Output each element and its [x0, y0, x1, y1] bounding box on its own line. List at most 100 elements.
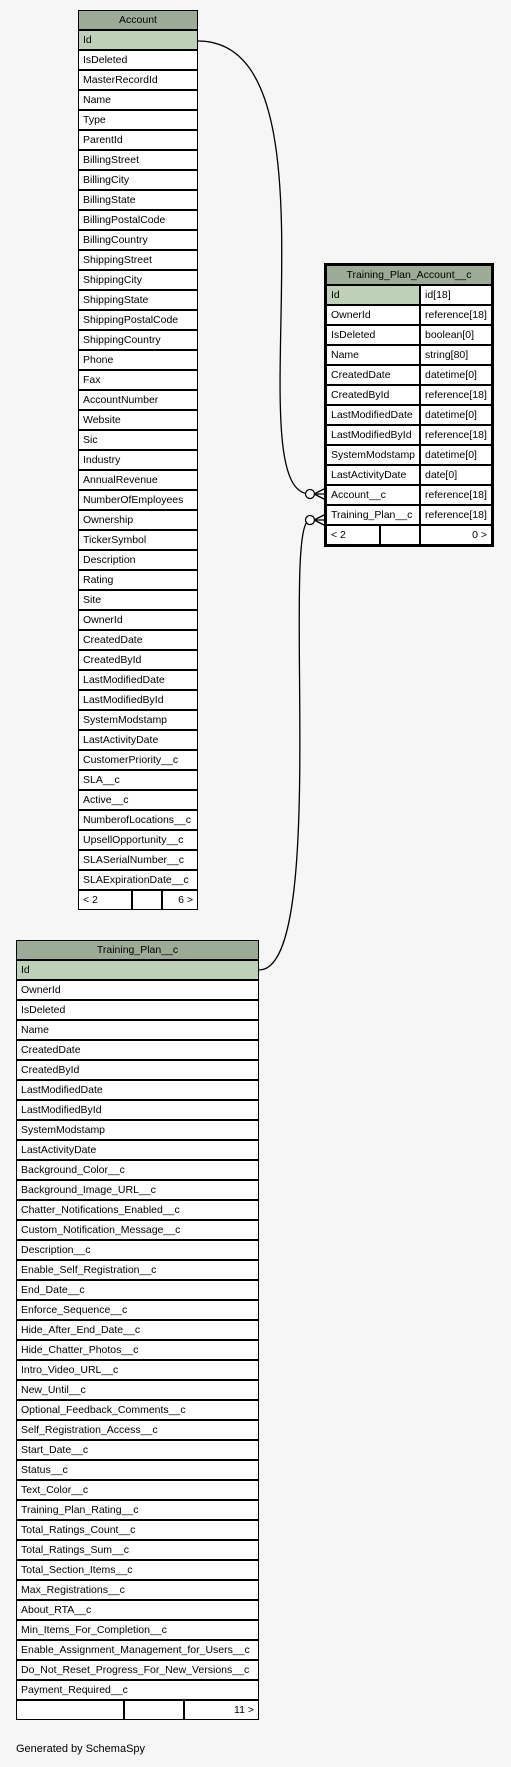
column-row[interactable]: SystemModstamp — [79, 711, 197, 729]
column-row[interactable]: Hide_After_End_Date__c — [17, 1321, 258, 1339]
column-row[interactable]: Max_Registrations__c — [17, 1581, 258, 1599]
column-row[interactable]: SLA__c — [79, 771, 197, 789]
column-row[interactable]: LastModifiedById — [79, 691, 197, 709]
column-row[interactable]: Enable_Self_Registration__c — [17, 1261, 258, 1279]
column-row[interactable]: Custom_Notification_Message__c — [17, 1221, 258, 1239]
column-row[interactable]: Self_Registration_Access__c — [17, 1421, 258, 1439]
column-row[interactable]: Id — [17, 961, 258, 979]
column-row[interactable]: Enforce_Sequence__c — [17, 1301, 258, 1319]
column-row[interactable]: CreatedById — [17, 1061, 258, 1079]
column-row[interactable]: Start_Date__c — [17, 1441, 258, 1459]
column-row[interactable]: Website — [79, 411, 197, 429]
column-row[interactable]: CreatedById — [79, 651, 197, 669]
column-row[interactable]: Payment_Required__c — [17, 1681, 258, 1699]
column-row[interactable]: Total_Ratings_Sum__c — [17, 1541, 258, 1559]
column-row[interactable]: Text_Color__c — [17, 1481, 258, 1499]
column-row[interactable]: Active__c — [79, 791, 197, 809]
column-row[interactable]: Ownership — [79, 511, 197, 529]
column-name: Active__c — [79, 791, 197, 809]
column-row[interactable]: Background_Color__c — [17, 1161, 258, 1179]
column-row[interactable]: IsDeleted — [17, 1001, 258, 1019]
column-row[interactable]: LastActivityDate — [17, 1141, 258, 1159]
table-title[interactable]: Training_Plan__c — [17, 941, 258, 959]
column-row[interactable]: Description__c — [17, 1241, 258, 1259]
column-row[interactable]: CustomerPriority__c — [79, 751, 197, 769]
column-row[interactable]: Status__c — [17, 1461, 258, 1479]
column-row[interactable]: SLAExpirationDate__c — [79, 871, 197, 889]
column-row[interactable]: BillingState — [79, 191, 197, 209]
column-row[interactable]: IsDeleted — [79, 51, 197, 69]
column-row[interactable]: Rating — [79, 571, 197, 589]
column-row[interactable]: Do_Not_Reset_Progress_For_New_Versions__… — [17, 1661, 258, 1679]
column-row[interactable]: LastModifiedDate — [79, 671, 197, 689]
column-row[interactable]: UpsellOpportunity__c — [79, 831, 197, 849]
column-row[interactable]: Name — [79, 91, 197, 109]
column-row[interactable]: End_Date__c — [17, 1281, 258, 1299]
column-row[interactable]: Background_Image_URL__c — [17, 1181, 258, 1199]
column-row[interactable]: ShippingPostalCode — [79, 311, 197, 329]
column-row[interactable]: Fax — [79, 371, 197, 389]
column-row[interactable]: CreatedDate — [17, 1041, 258, 1059]
column-row[interactable]: Name — [17, 1021, 258, 1039]
column-row[interactable]: About_RTA__c — [17, 1601, 258, 1619]
column-row[interactable]: Training_Plan_Rating__c — [17, 1501, 258, 1519]
column-row[interactable]: SystemModstamp — [17, 1121, 258, 1139]
column-row[interactable]: Min_Items_For_Completion__c — [17, 1621, 258, 1639]
column-row[interactable]: Description — [79, 551, 197, 569]
column-row[interactable]: LastActivityDate — [79, 731, 197, 749]
column-row[interactable]: BillingCountry — [79, 231, 197, 249]
column-row[interactable]: SLASerialNumber__c — [79, 851, 197, 869]
column-row[interactable]: BillingCity — [79, 171, 197, 189]
column-row[interactable]: New_Until__c — [17, 1381, 258, 1399]
column-row[interactable]: LastModifiedDate — [17, 1081, 258, 1099]
column-row[interactable]: Enable_Assignment_Management_for_Users__… — [17, 1641, 258, 1659]
column-row[interactable]: Total_Ratings_Count__c — [17, 1521, 258, 1539]
column-row[interactable]: ShippingState — [79, 291, 197, 309]
column-row[interactable]: Optional_Feedback_Comments__c — [17, 1401, 258, 1419]
column-row[interactable]: MasterRecordId — [79, 71, 197, 89]
column-row[interactable]: CreatedDate — [79, 631, 197, 649]
column-row[interactable]: ParentId — [79, 131, 197, 149]
column-row[interactable]: Industry — [79, 451, 197, 469]
column-row[interactable]: NumberofLocations__c — [79, 811, 197, 829]
column-row[interactable]: Id — [79, 31, 197, 49]
column-row[interactable]: OwnerId — [79, 611, 197, 629]
column-row[interactable]: Type — [79, 111, 197, 129]
column-row[interactable]: Phone — [79, 351, 197, 369]
column-name: Status__c — [17, 1461, 258, 1479]
column-row[interactable]: TickerSymbol — [79, 531, 197, 549]
column-row[interactable]: Site — [79, 591, 197, 609]
column-row[interactable]: OwnerId — [17, 981, 258, 999]
column-row[interactable]: BillingStreet — [79, 151, 197, 169]
column-row[interactable]: AnnualRevenue — [79, 471, 197, 489]
column-row[interactable]: NumberOfEmployees — [79, 491, 197, 509]
column-row[interactable]: LastModifiedById — [17, 1101, 258, 1119]
column-row[interactable]: Sic — [79, 431, 197, 449]
column-row[interactable]: AccountNumber — [79, 391, 197, 409]
column-row[interactable]: ShippingStreet — [79, 251, 197, 269]
column-row[interactable]: ShippingCountry — [79, 331, 197, 349]
column-row[interactable]: BillingPostalCode — [79, 211, 197, 229]
column-row[interactable]: Hide_Chatter_Photos__c — [17, 1341, 258, 1359]
column-row[interactable]: Chatter_Notifications_Enabled__c — [17, 1201, 258, 1219]
column-row[interactable]: Intro_Video_URL__c — [17, 1361, 258, 1379]
column-row[interactable]: Total_Section_Items__c — [17, 1561, 258, 1579]
table-title[interactable]: Account — [79, 11, 197, 29]
table-title[interactable]: Training_Plan_Account__c — [327, 266, 491, 284]
column-row[interactable]: ShippingCity — [79, 271, 197, 289]
